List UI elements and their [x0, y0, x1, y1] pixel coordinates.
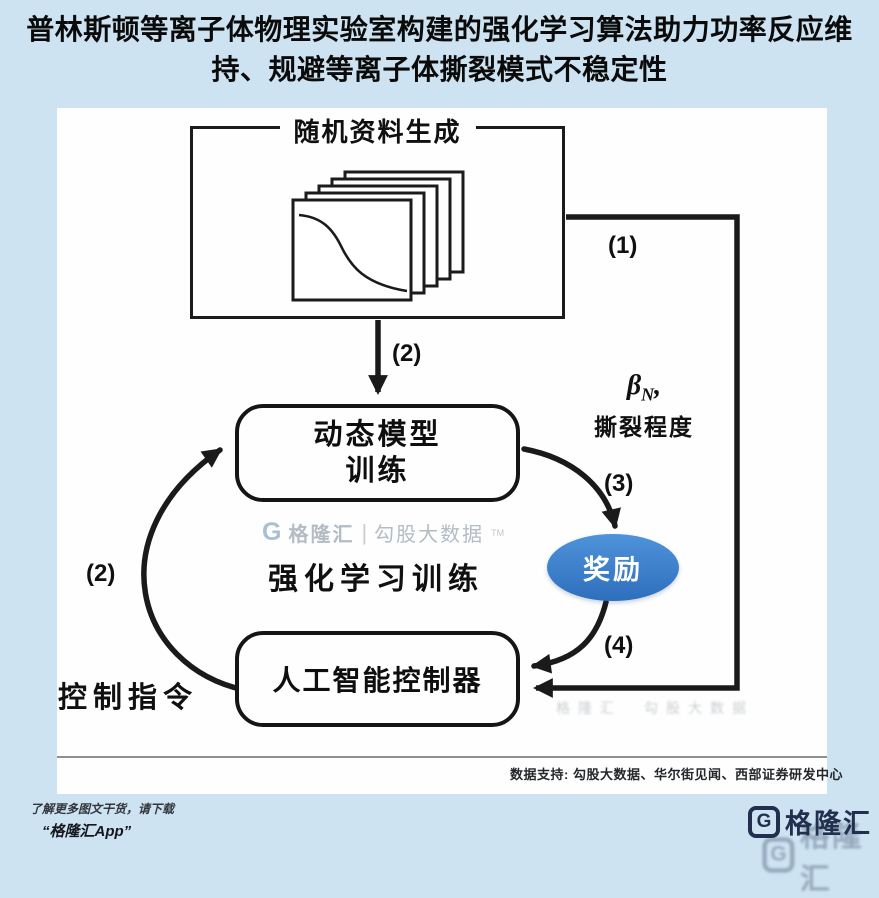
- page-title: 普林斯顿等离子体物理实验室构建的强化学习算法助力功率反应维 持、规避等离子体撕裂…: [0, 10, 879, 90]
- footer-divider-line: [57, 756, 827, 758]
- watermark-tm: TM: [491, 527, 505, 538]
- tearing-degree-label: 撕裂程度: [594, 413, 694, 440]
- promo-line2: “格隆汇App”: [42, 823, 132, 840]
- watermark-divider: |: [361, 519, 368, 545]
- random-data-generation-box: 随机资料生成: [190, 112, 565, 319]
- beta-n-tearing-label: βN, 撕裂程度: [570, 370, 718, 442]
- reward-label: 奖励: [583, 555, 643, 585]
- ai-controller-box: 人工智能控制器: [235, 631, 520, 727]
- step-label-2-top: (2): [392, 340, 422, 367]
- watermark-g-icon: G: [262, 518, 282, 546]
- page-title-line2: 持、规避等离子体撕裂模式不稳定性: [211, 53, 668, 85]
- watermark-brand: 格隆汇: [288, 524, 355, 546]
- brand-watermark: G 格隆汇 | 勾股大数据 TM: [262, 518, 504, 547]
- beta-symbol: βN,: [626, 370, 662, 405]
- random-data-generation-label: 随机资料生成: [279, 112, 476, 149]
- control-command-label: 控制指令: [58, 682, 199, 714]
- step-label-1: (1): [608, 232, 638, 259]
- faint-watermark: 格隆汇 勾股大数据: [556, 700, 754, 716]
- watermark-subbrand: 勾股大数据: [374, 524, 485, 546]
- dynamic-model-training-box: 动态模型 训练: [235, 404, 520, 502]
- dynamic-model-label-line2: 训练: [345, 455, 410, 487]
- ai-controller-label: 人工智能控制器: [272, 665, 483, 696]
- data-credit-text: 数据支持: 勾股大数据、华尔街见闻、西部证券研发中心: [510, 767, 843, 782]
- step-label-4: (4): [604, 632, 634, 659]
- infographic-stage: 普林斯顿等离子体物理实验室构建的强化学习算法助力功率反应维 持、规避等离子体撕裂…: [0, 10, 879, 896]
- page-title-line1: 普林斯顿等离子体物理实验室构建的强化学习算法助力功率反应维: [26, 14, 853, 45]
- step-label-3: (3): [604, 470, 634, 497]
- brand-logo-g-icon: G: [748, 805, 780, 838]
- brand-logo: G 格隆汇: [748, 802, 872, 841]
- promo-line1: 了解更多图文干货，请下载: [30, 802, 175, 816]
- dynamic-model-label-line1: 动态模型: [313, 418, 442, 451]
- rl-training-label: 强化学习训练: [268, 563, 484, 596]
- step-label-2-left: (2): [86, 560, 116, 587]
- brand-logo-text: 格隆汇: [785, 809, 872, 839]
- reward-ellipse: 奖励: [547, 534, 679, 601]
